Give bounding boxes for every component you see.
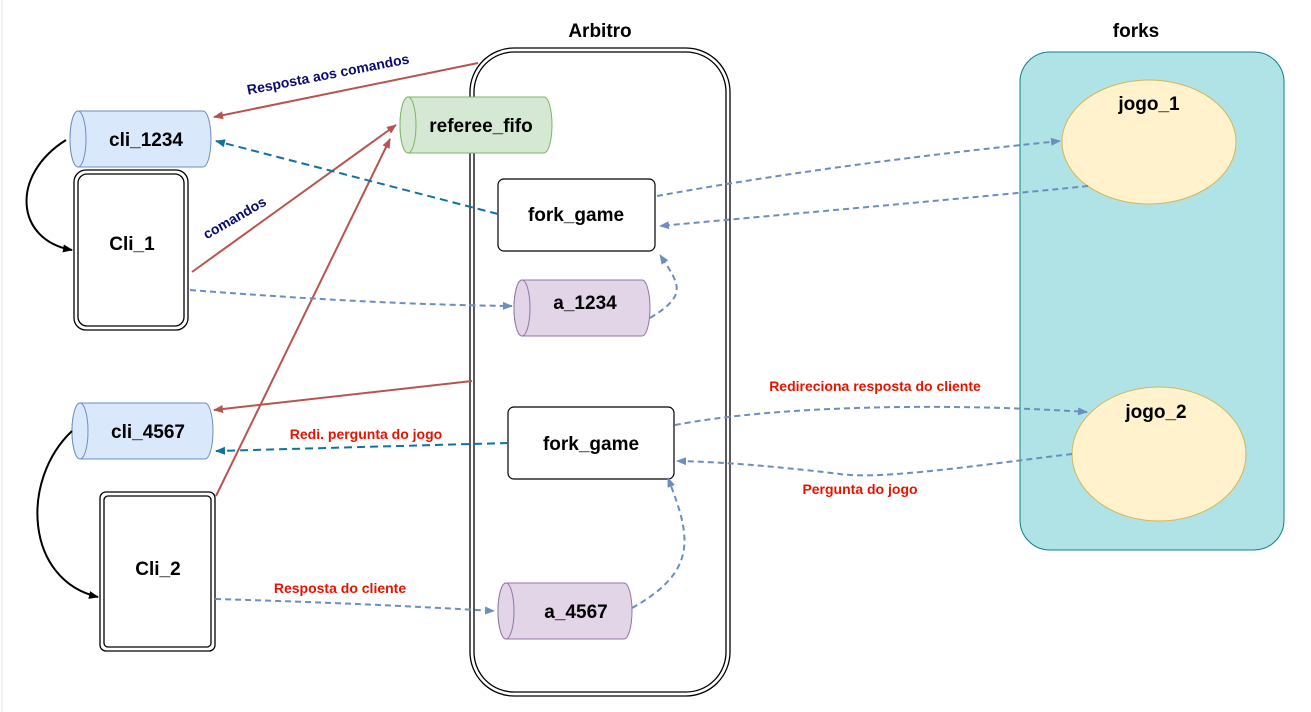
a-1234-label: a_1234 xyxy=(553,293,617,314)
edge-forkgame2-to-cli4567 xyxy=(215,442,509,455)
edge-cli2-to-a4567 xyxy=(214,598,495,615)
edge-cli1234-to-cli1 xyxy=(25,139,73,253)
edge-jogo2-to-forkgame2 xyxy=(676,453,1073,477)
label-comandos: comandos xyxy=(200,193,269,242)
cli-4567-label: cli_4567 xyxy=(111,422,185,443)
jogo-1-label: jogo_1 xyxy=(1117,94,1180,115)
edge-cli1-to-referee xyxy=(191,124,397,273)
cli-1234-label: cli_1234 xyxy=(109,130,183,151)
label-resposta-aos-comandos: Resposta aos comandos xyxy=(246,50,411,97)
cli-4567-pipe[interactable]: cli_4567 xyxy=(71,402,214,460)
edge-jogo1-to-forkgame1 xyxy=(659,185,1089,230)
cli-1-label: Cli_1 xyxy=(109,234,155,255)
cli-1234-pipe[interactable]: cli_1234 xyxy=(69,110,212,168)
a-4567-pipe[interactable]: a_4567 xyxy=(497,582,633,640)
edge-response-to-cli1234 xyxy=(213,62,479,120)
jogo-2-label: jogo_2 xyxy=(1124,402,1186,423)
edge-a1234-to-forkgame1 xyxy=(649,254,678,319)
fork-game-1-label: fork_game xyxy=(528,205,624,226)
edge-response-to-cli4567 xyxy=(213,380,473,413)
edge-a4567-to-forkgame2 xyxy=(631,477,686,609)
referee-fifo-pipe[interactable]: referee_fifo xyxy=(399,96,553,154)
a-1234-pipe[interactable]: a_1234 xyxy=(513,279,651,337)
jogo-1-node[interactable]: jogo_1 xyxy=(1061,79,1237,205)
referee-fifo-label: referee_fifo xyxy=(429,116,533,137)
jogo-2-node[interactable]: jogo_2 xyxy=(1071,386,1247,522)
cli-2-box[interactable]: Cli_2 xyxy=(99,491,216,652)
label-redi-pergunta: Redi. pergunta do jogo xyxy=(290,426,442,442)
edge-forkgame2-to-jogo2 xyxy=(674,405,1088,426)
fork-game-2-label: fork_game xyxy=(543,434,639,455)
edge-cli4567-to-cli2 xyxy=(36,430,99,599)
cli-1-box[interactable]: Cli_1 xyxy=(73,169,189,331)
label-pergunta-do-jogo: Pergunta do jogo xyxy=(802,481,917,497)
edge-forkgame1-to-cli1234 xyxy=(215,139,499,215)
edge-cli1-to-a1234 xyxy=(189,289,513,310)
label-resposta-do-cliente: Resposta do cliente xyxy=(274,580,406,596)
arbitro-title: Arbitro xyxy=(568,21,631,42)
label-redireciona-resposta: Redireciona resposta do cliente xyxy=(769,378,981,394)
fork-game-1-box[interactable]: fork_game xyxy=(497,178,656,252)
forks-title: forks xyxy=(1113,21,1159,42)
fork-game-2-box[interactable]: fork_game xyxy=(507,406,675,480)
cli-2-label: Cli_2 xyxy=(135,559,180,580)
a-4567-label: a_4567 xyxy=(544,602,607,623)
edge-cli2-to-referee xyxy=(215,138,391,497)
